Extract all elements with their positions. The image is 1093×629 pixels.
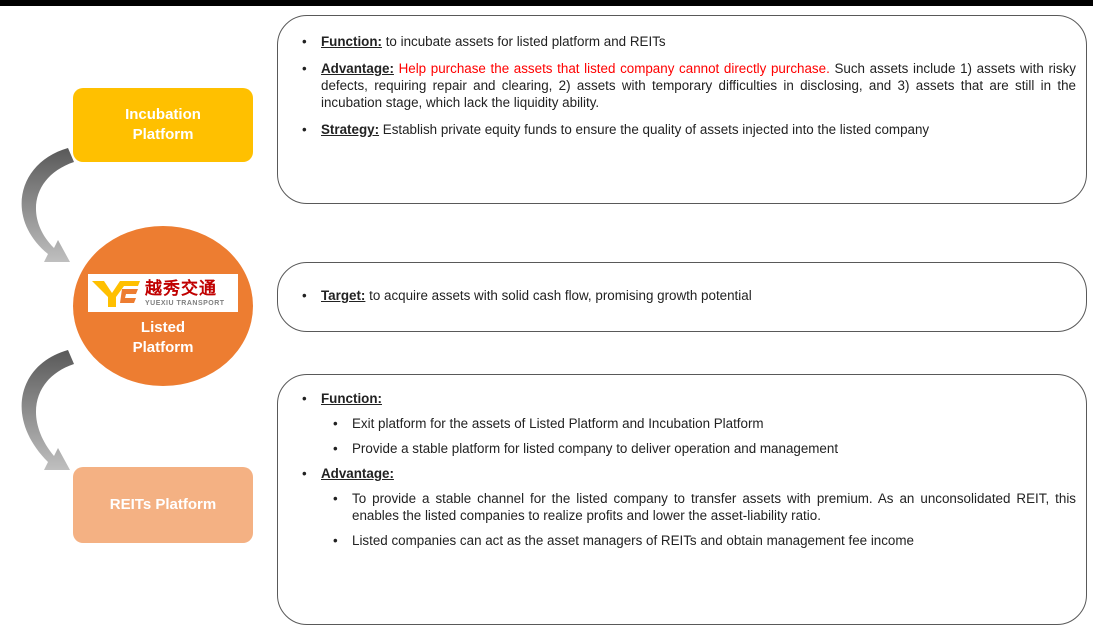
advantage-highlight-text: Help purchase the assets that listed com… [393, 61, 830, 76]
strategy-keyword: Strategy: [321, 122, 380, 137]
incubation-description-box: Function: to incubate assets for listed … [277, 15, 1087, 204]
function-text: to incubate assets for listed platform a… [381, 34, 666, 49]
listed-platform-label-line1: Listed [140, 319, 186, 336]
arrow-listed-to-reits [21, 350, 74, 470]
listed-target-item: Target: to acquire assets with solid cas… [302, 287, 1076, 304]
function-keyword: Function: [321, 34, 382, 49]
reits-advantage-subitem: Listed companies can act as the asset ma… [333, 532, 1076, 549]
reits-function-subitem: Exit platform for the assets of Listed P… [333, 415, 1076, 432]
incubation-advantage-item: Advantage: Help purchase the assets that… [302, 60, 1076, 111]
top-rule [0, 0, 1093, 6]
yuexiu-transport-logo: 越秀交通 YUEXIU TRANSPORT [88, 274, 238, 312]
target-text: to acquire assets with solid cash flow, … [365, 288, 752, 303]
reits-function-item: Function: Exit platform for the assets o… [302, 390, 1076, 457]
reits-platform-label: REITs Platform [109, 496, 217, 513]
incubation-strategy-item: Strategy: Establish private equity funds… [302, 121, 1076, 138]
incubation-function-item: Function: to incubate assets for listed … [302, 33, 1076, 50]
yuexiu-logo-mark-icon [92, 281, 140, 307]
advantage-text: Such assets include 1) assets with risky… [321, 61, 1076, 110]
strategy-text: Establish private equity funds to ensure… [379, 122, 930, 137]
reits-platform-node: REITs Platform [73, 467, 253, 543]
incubation-platform-node: Incubation Platform [73, 88, 253, 162]
listed-platform-label-line2: Platform [132, 339, 194, 356]
reits-function-subitem: Provide a stable platform for listed com… [333, 440, 1076, 457]
reits-advantage-item: Advantage: To provide a stable channel f… [302, 465, 1076, 549]
incubation-platform-label-line2: Platform [132, 126, 194, 143]
target-keyword: Target: [321, 288, 366, 303]
advantage-keyword: Advantage: [321, 61, 394, 76]
incubation-platform-label-line1: Incubation [125, 106, 201, 123]
listed-platform-node: 越秀交通 YUEXIU TRANSPORT Listed Platform [73, 226, 253, 386]
advantage-keyword: Advantage: [321, 466, 394, 481]
function-keyword: Function: [321, 391, 382, 406]
listed-description-box: Target: to acquire assets with solid cas… [277, 262, 1087, 332]
reits-advantage-subitem: To provide a stable channel for the list… [333, 490, 1076, 524]
reits-description-box: Function: Exit platform for the assets o… [277, 374, 1087, 625]
logo-english-text: YUEXIU TRANSPORT [145, 299, 225, 307]
arrow-incubation-to-listed [21, 148, 74, 262]
logo-chinese-text: 越秀交通 [145, 278, 217, 299]
